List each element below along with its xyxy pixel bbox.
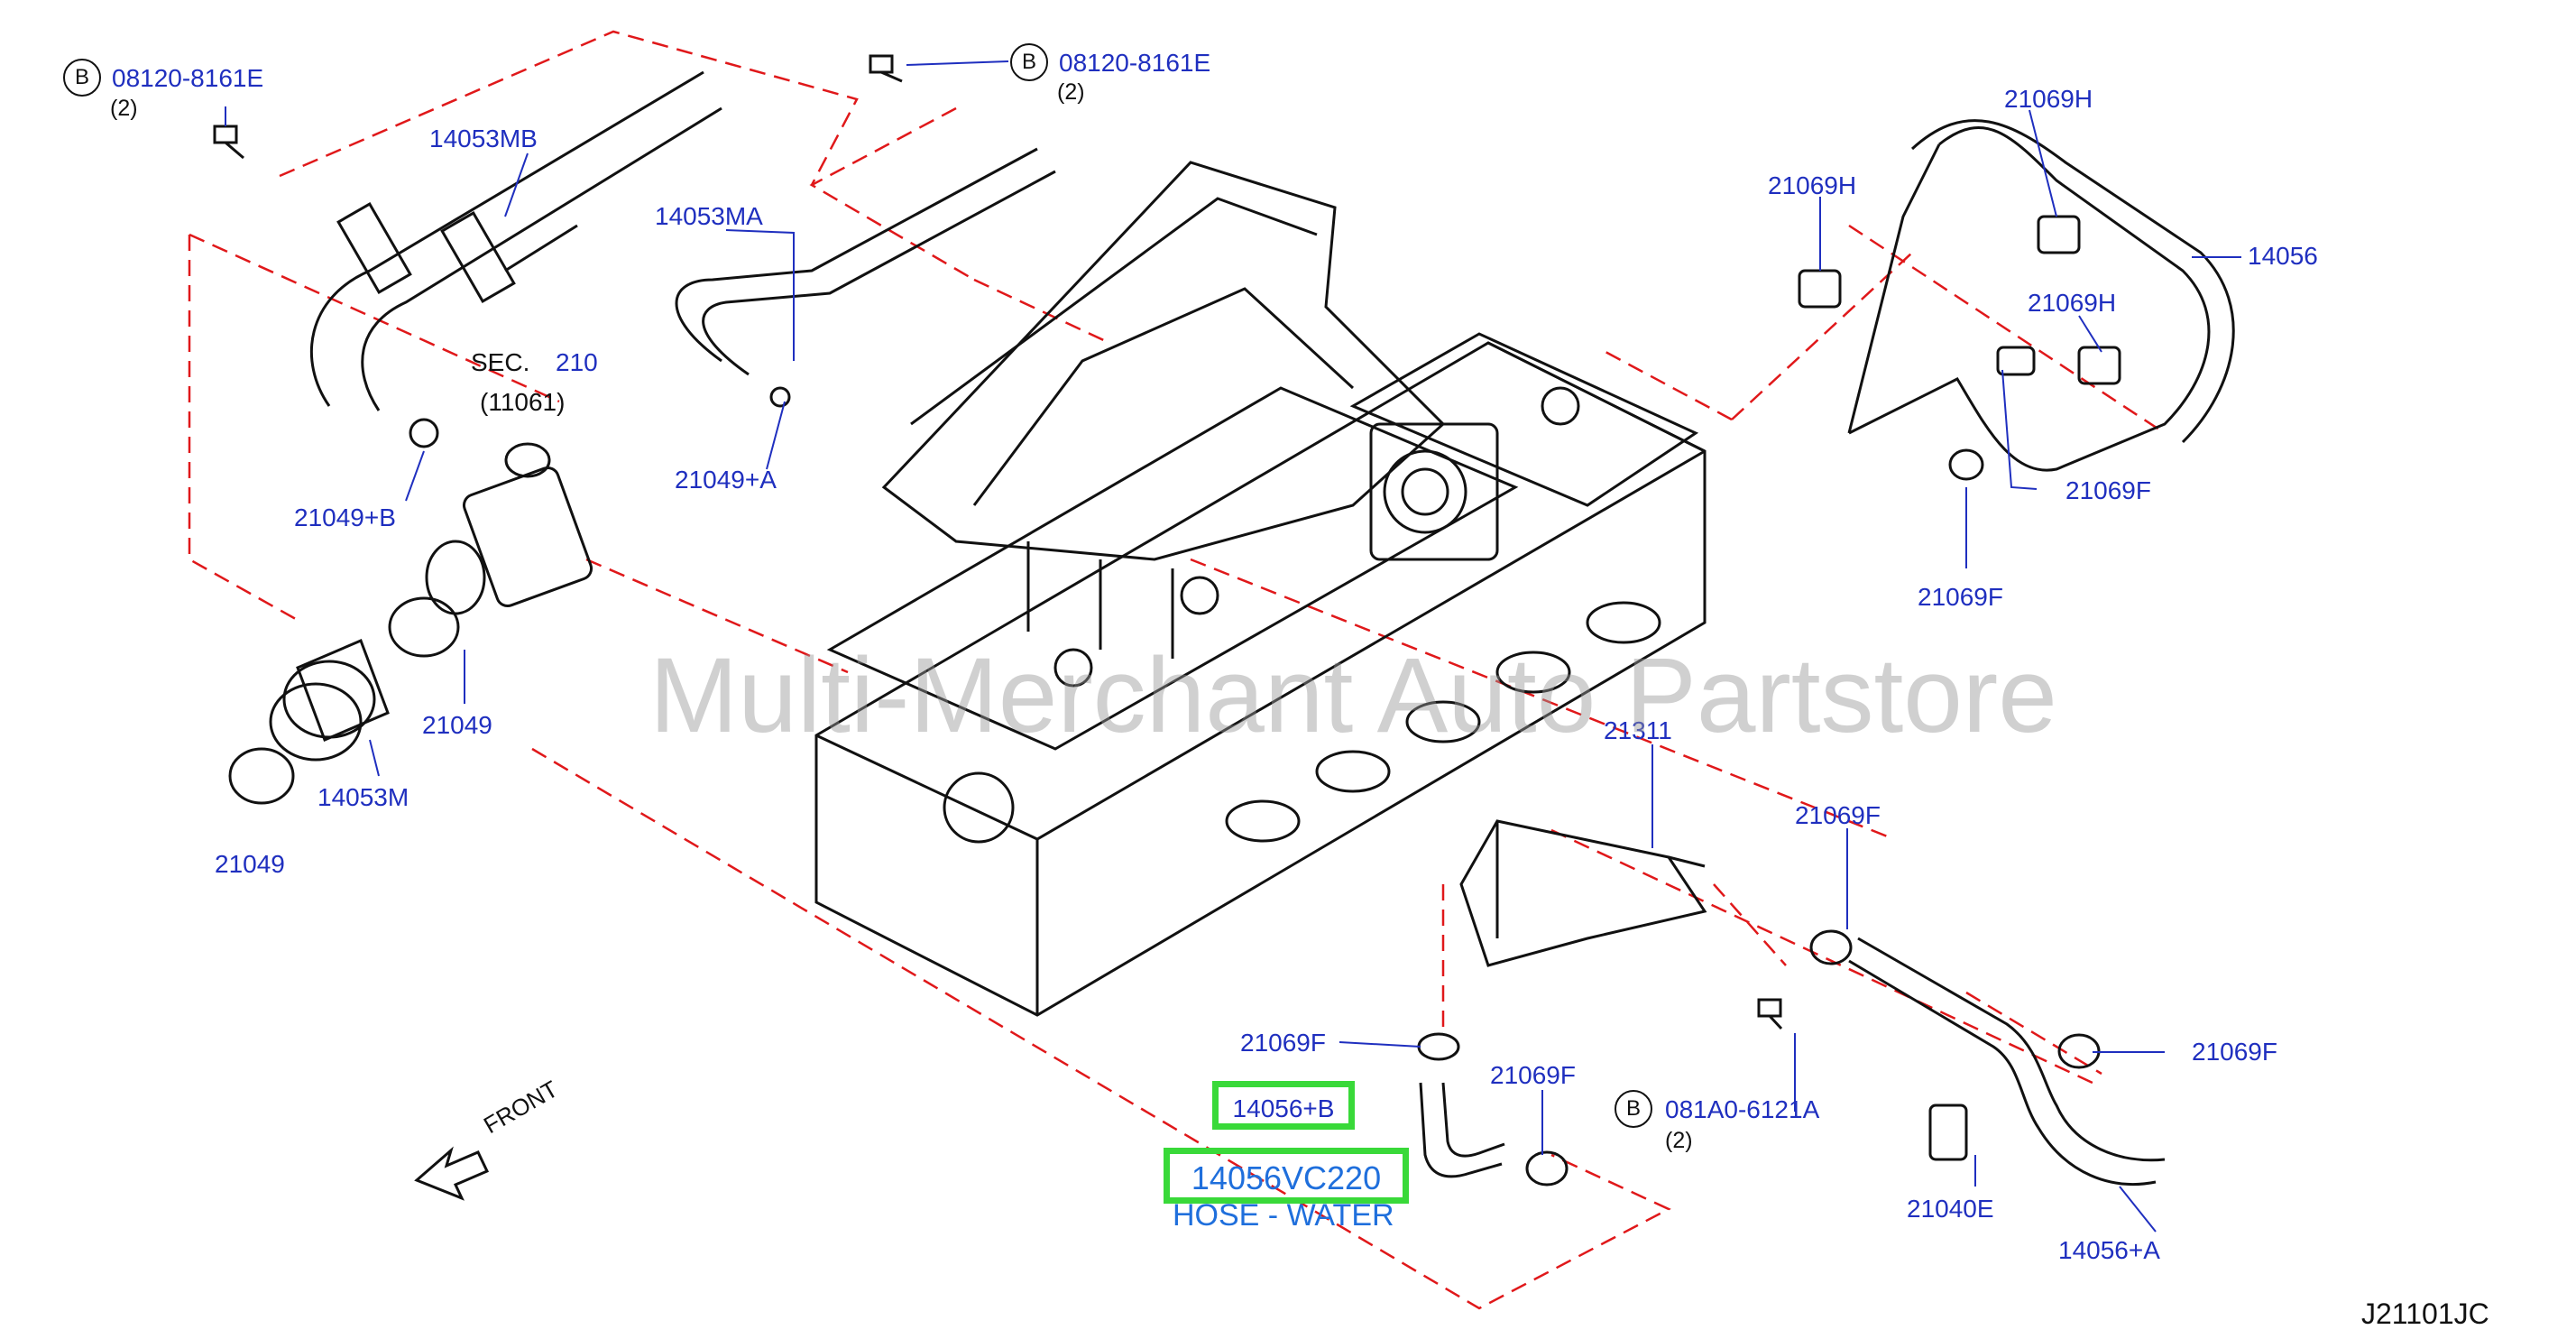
front-arrow — [414, 1146, 490, 1201]
part-label-21069h-a[interactable]: 21069H — [2004, 85, 2093, 113]
part-label-21069f-e[interactable]: 21069F — [1240, 1029, 1326, 1057]
part-label-08120-8161e-top-mid[interactable]: 08120-8161E — [1059, 49, 1211, 77]
part-number-14056vc220: 14056VC220 — [1191, 1159, 1382, 1196]
part-label-081a0-6121a[interactable]: 081A0-6121A — [1665, 1095, 1820, 1123]
highlight-box-main-part[interactable]: 14056VC220 — [1164, 1148, 1409, 1204]
part-label-21069f-c[interactable]: 21069F — [1795, 801, 1881, 829]
part-label-21311[interactable]: 21311 — [1604, 716, 1672, 744]
quantity-top-mid: (2) — [1057, 79, 1085, 105]
quantity-bottom: (2) — [1665, 1128, 1693, 1153]
part-label-14056[interactable]: 14056 — [2248, 242, 2318, 270]
bolt-b-circle-top-mid: B — [1010, 43, 1048, 81]
intake-manifold — [881, 161, 1499, 659]
part-label-21049-a[interactable]: 21049+A — [675, 466, 777, 494]
pipe-14053ma — [675, 147, 1056, 408]
part-label-14056-b: 14056+B — [1232, 1094, 1335, 1122]
section-sub-part: (11061) — [480, 388, 566, 416]
part-label-21049-b[interactable]: 21049+B — [294, 503, 396, 531]
thermostat-housing — [228, 442, 593, 805]
bolt-b-circle-top-left: B — [63, 59, 101, 97]
label-leader-lines — [225, 60, 2241, 1233]
part-label-14053ma[interactable]: 14053MA — [655, 202, 763, 230]
clamps-21069h — [1798, 215, 2121, 481]
bracket-21311 — [1459, 819, 1707, 967]
section-number-link[interactable]: 210 — [556, 348, 598, 376]
part-label-14053m[interactable]: 14053M — [317, 783, 409, 811]
part-label-21049-low[interactable]: 21049 — [215, 850, 285, 878]
part-label-21069f-f[interactable]: 21069F — [1490, 1061, 1576, 1089]
part-label-21049-mid[interactable]: 21049 — [422, 711, 492, 739]
part-label-21069h-b[interactable]: 21069H — [1768, 171, 1857, 199]
hose-14056 — [1847, 119, 2235, 472]
hose-14056b — [1417, 1032, 1569, 1187]
part-label-14053mb[interactable]: 14053MB — [429, 125, 538, 152]
dashed-leader-lines — [188, 30, 2166, 1310]
part-label-21069f-a[interactable]: 21069F — [2065, 476, 2151, 504]
part-label-21069h-c[interactable]: 21069H — [2028, 289, 2117, 317]
watermark: Multi-Merchant Auto Partstore — [649, 636, 2057, 755]
section-label: SEC. — [471, 348, 530, 376]
part-description: HOSE - WATER — [1173, 1198, 1394, 1233]
quantity-top-left: (2) — [110, 96, 138, 121]
part-label-08120-8161e-top-left[interactable]: 08120-8161E — [112, 64, 264, 92]
cylinder-head — [814, 332, 1707, 1017]
bolt-b-circle-bottom: B — [1615, 1090, 1652, 1128]
water-pipe-assembly — [310, 70, 722, 448]
part-label-21069f-d[interactable]: 21069F — [2192, 1038, 2277, 1066]
part-label-21069f-b[interactable]: 21069F — [1918, 583, 2003, 611]
part-label-14056-a[interactable]: 14056+A — [2058, 1236, 2160, 1264]
bolts — [213, 54, 1783, 1030]
highlight-box-14056-b[interactable]: 14056+B — [1212, 1081, 1355, 1130]
diagram-code: J21101JC — [2361, 1297, 2489, 1330]
part-label-21040e[interactable]: 21040E — [1907, 1195, 1994, 1223]
hose-14056a — [1809, 929, 2166, 1186]
